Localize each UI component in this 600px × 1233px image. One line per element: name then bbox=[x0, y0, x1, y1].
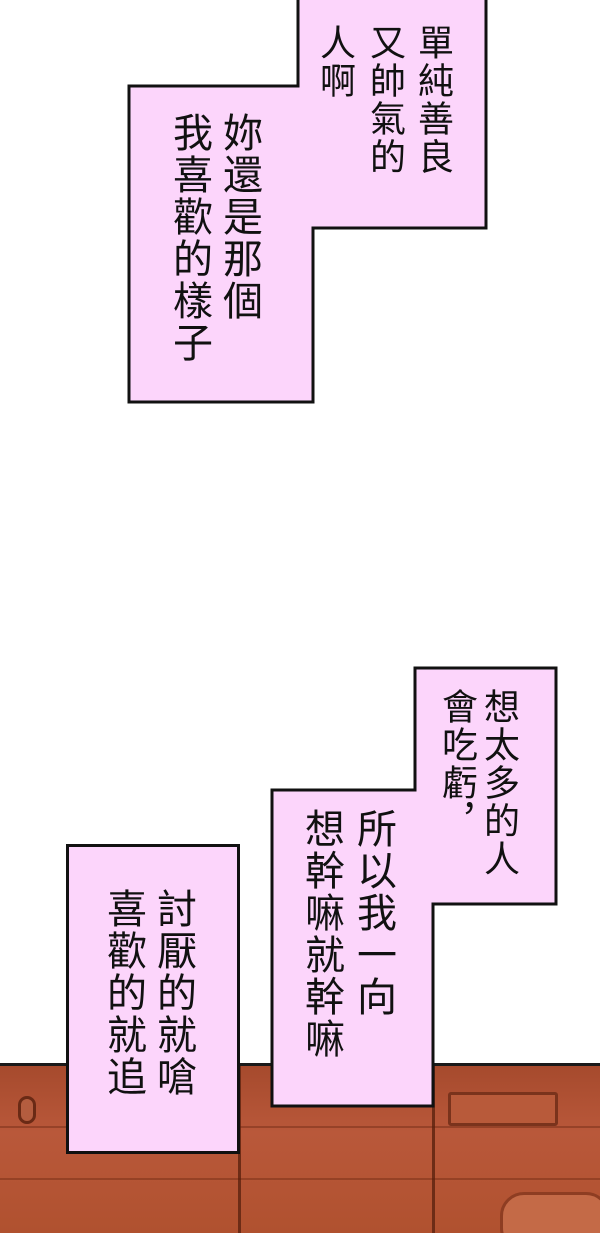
bubble-text-line: 又帥氣的 bbox=[364, 24, 405, 176]
bubble-text-line: 喜歡的就追 bbox=[100, 888, 146, 1098]
bubble-text-line: 妳還是那個 bbox=[216, 112, 262, 322]
bubble-text-line: 所以我一向 bbox=[350, 808, 396, 1018]
bubble-text-line: 我喜歡的樣子 bbox=[166, 112, 212, 364]
drawer-handle-icon bbox=[448, 1092, 558, 1126]
bubble-text-line: 單純善良 bbox=[412, 24, 453, 176]
bubble-text-line: 想太多的人 bbox=[478, 688, 519, 878]
speech-bubble-bottom bbox=[270, 666, 558, 1108]
bubble-text-line: 想幹嘛就幹嘛 bbox=[298, 808, 344, 1060]
door-knob-icon bbox=[18, 1096, 36, 1124]
bubble-text-line: 人啊 bbox=[314, 24, 355, 100]
sign-graphic-icon bbox=[500, 1192, 600, 1233]
bubble-text-line: 會吃虧， bbox=[436, 688, 477, 840]
speech-bubble-top bbox=[127, 0, 488, 404]
speech-bubble-left bbox=[66, 844, 240, 1154]
bubble-text-line: 討厭的就嗆 bbox=[150, 888, 196, 1098]
